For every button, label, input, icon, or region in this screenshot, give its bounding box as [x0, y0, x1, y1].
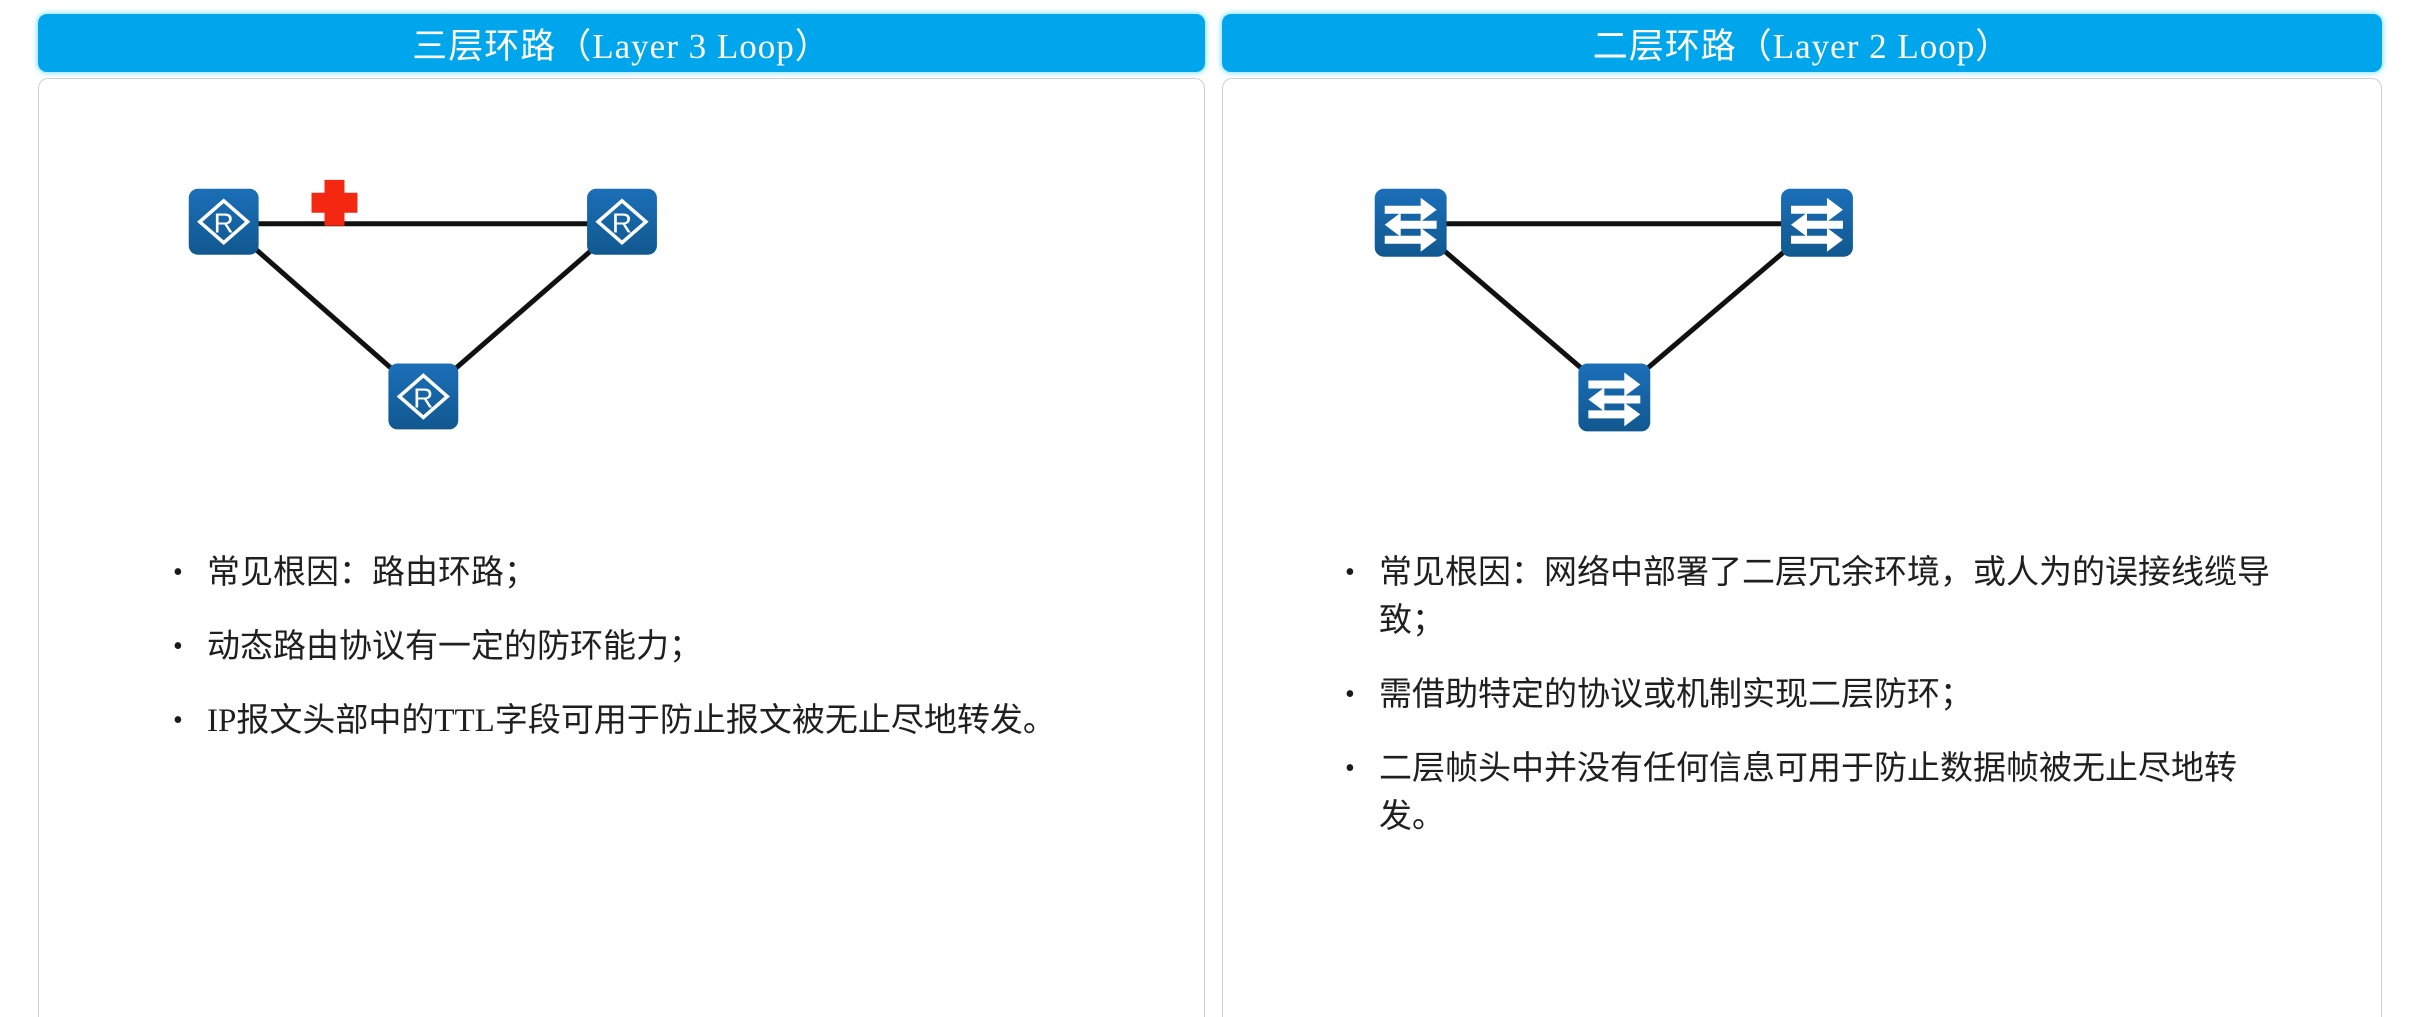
bullet-marker-icon: • — [1345, 679, 1355, 710]
switch-top-left[interactable] — [1374, 188, 1447, 257]
router-top-left[interactable]: R — [188, 188, 259, 255]
list-item: • 常见根因：网络中部署了二层冗余环境，或人为的误接线缆导致； — [1333, 549, 2291, 645]
list-item: • 动态路由协议有一定的防环能力； — [161, 623, 1084, 671]
panel-header-layer2: 二层环路（Layer 2 Loop） — [1222, 14, 2382, 72]
bullet-text: 二层帧头中并没有任何信息可用于防止数据帧被无止尽地转发。 — [1379, 751, 2237, 835]
bullet-text: 常见根因：网络中部署了二层冗余环境，或人为的误接线缆导致； — [1379, 555, 2270, 639]
panel-title-layer3: 三层环路（Layer 3 Loop） — [412, 26, 831, 66]
list-item: • 需借助特定的协议或机制实现二层防环； — [1333, 671, 2291, 719]
bullet-text: 常见根因：路由环路； — [207, 555, 537, 591]
svg-text:R: R — [612, 208, 632, 239]
svg-text:R: R — [413, 382, 433, 413]
slide-canvas: 三层环路（Layer 3 Loop） — [38, 0, 2382, 1017]
list-item: • 常见根因：路由环路； — [161, 549, 1084, 597]
bullet-marker-icon: • — [173, 557, 183, 588]
bullet-text: IP报文头部中的TTL字段可用于防止报文被无止尽地转发。 — [207, 703, 1056, 739]
svg-text:R: R — [214, 208, 234, 239]
panel-layer3-loop: 三层环路（Layer 3 Loop） — [38, 0, 1205, 1017]
panel-header-layer3: 三层环路（Layer 3 Loop） — [38, 14, 1205, 72]
panel-body-layer3: R R R • 常见根因：路由环 — [38, 78, 1205, 1017]
bullet-marker-icon: • — [173, 631, 183, 662]
panel-body-layer2: • 常见根因：网络中部署了二层冗余环境，或人为的误接线缆导致； • 需借助特定的… — [1222, 78, 2382, 1017]
panel-title-layer2: 二层环路（Layer 2 Loop） — [1592, 26, 2012, 66]
bullet-list-layer3: • 常见根因：路由环路； • 动态路由协议有一定的防环能力； • IP报文头部中… — [161, 549, 1084, 771]
topology-svg-layer2 — [1374, 188, 1853, 432]
list-item: • 二层帧头中并没有任何信息可用于防止数据帧被无止尽地转发。 — [1333, 745, 2291, 841]
bullet-marker-icon: • — [1345, 557, 1355, 588]
loop-fault-cross-icon — [311, 179, 358, 226]
bullet-marker-icon: • — [1345, 753, 1355, 784]
bullet-marker-icon: • — [173, 705, 183, 736]
bullet-list-layer2: • 常见根因：网络中部署了二层冗余环境，或人为的误接线缆导致； • 需借助特定的… — [1333, 549, 2291, 867]
switch-bottom[interactable] — [1578, 363, 1651, 432]
switch-top-right[interactable] — [1781, 188, 1853, 257]
router-bottom[interactable]: R — [388, 363, 459, 430]
router-top-right[interactable]: R — [587, 188, 657, 255]
bullet-text: 需借助特定的协议或机制实现二层防环； — [1379, 677, 1973, 713]
list-item: • IP报文头部中的TTL字段可用于防止报文被无止尽地转发。 — [161, 697, 1084, 745]
bullet-text: 动态路由协议有一定的防环能力； — [207, 629, 702, 665]
panel-layer2-loop: 二层环路（Layer 2 Loop） — [1222, 0, 2382, 1017]
topology-diagram-layer3: R R R — [39, 79, 1204, 549]
topology-diagram-layer2 — [1223, 79, 2381, 549]
topology-svg-layer3: R R R — [188, 179, 657, 430]
